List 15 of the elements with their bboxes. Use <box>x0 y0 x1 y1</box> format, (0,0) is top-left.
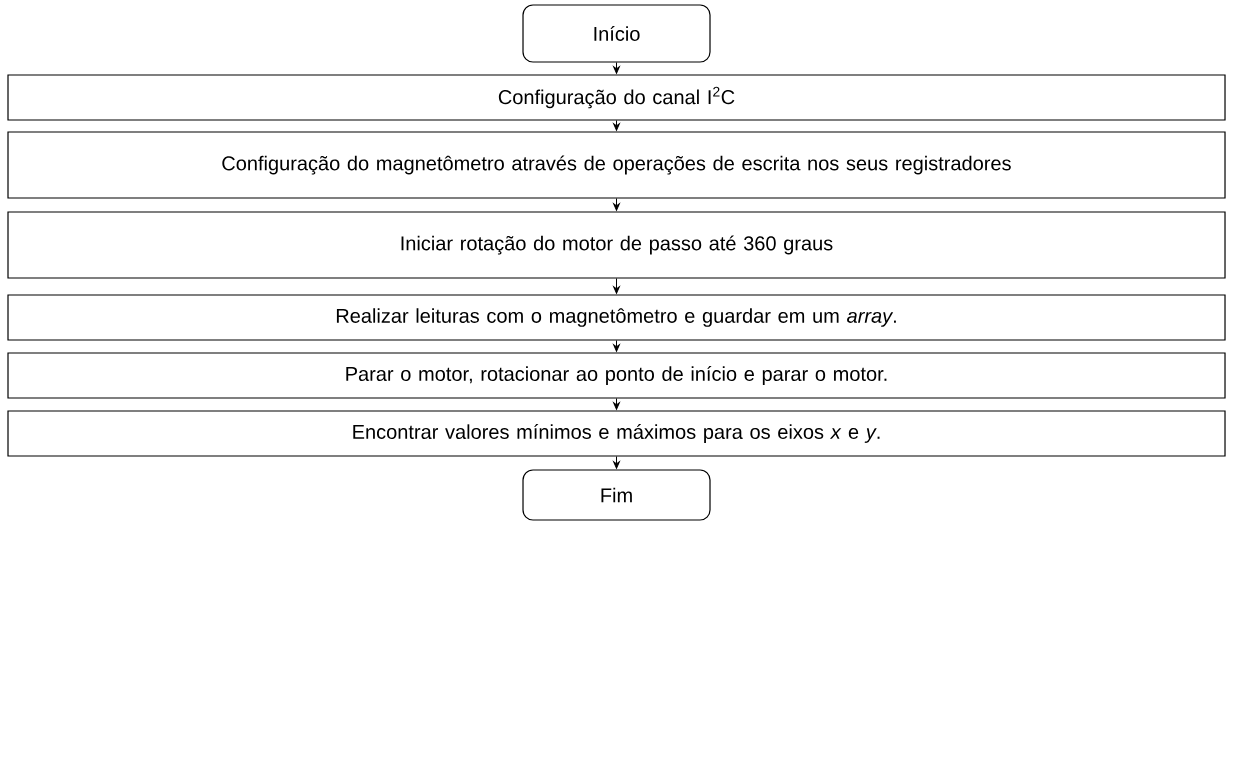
process-box: Configuração do magnetômetro através de operações de escrita nos seus registradores <box>7 131 1226 199</box>
arrow <box>613 340 620 352</box>
arrow <box>613 278 620 294</box>
arrow <box>613 398 620 410</box>
terminal-box: Fim <box>522 469 711 521</box>
process-box: Realizar leituras com o magnetômetro e guardar em um array. <box>7 294 1226 341</box>
arrow <box>613 62 620 74</box>
arrow <box>613 456 620 469</box>
terminal-box: Início <box>522 4 711 63</box>
process-box: Configuração do canal I$^{2}$C <box>7 74 1226 121</box>
arrow <box>613 198 620 211</box>
process-box: Parar o motor, rotacionar ao ponto de início e parar o motor. <box>7 352 1226 399</box>
arrow <box>613 120 620 131</box>
process-box: Iniciar rotação do motor de passo até 360 graus <box>7 211 1226 279</box>
process-box: Encontrar valores mínimos e máximos para os eixos x e y. <box>7 410 1226 457</box>
